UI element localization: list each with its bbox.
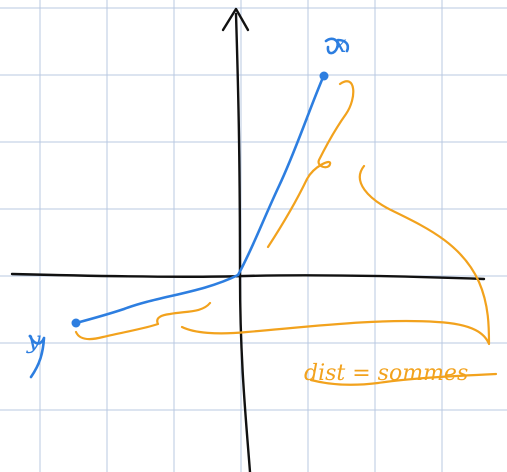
- x-vector: [236, 73, 326, 277]
- blue-vectors: [28, 37, 350, 379]
- y-vector: [74, 273, 240, 325]
- distance-note: dist = sommes: [304, 361, 468, 386]
- x-distance-brace: [266, 80, 355, 249]
- y-distance-brace: [74, 301, 212, 341]
- x-vector-endpoint: [319, 71, 329, 81]
- sum-brace: [180, 164, 491, 346]
- y-axis: [234, 12, 252, 472]
- orange-annotations: [74, 80, 498, 386]
- note-underline-stroke: [309, 372, 498, 386]
- x-vector-label: x: [333, 30, 347, 58]
- y-vector-endpoint: [71, 318, 81, 328]
- axes: [10, 7, 486, 472]
- x-label-stroke: [324, 37, 350, 55]
- y-label-stroke: [28, 334, 46, 379]
- x-axis: [10, 272, 486, 281]
- y-axis-arrowhead: [221, 7, 250, 32]
- y-vector-label: y: [26, 326, 41, 354]
